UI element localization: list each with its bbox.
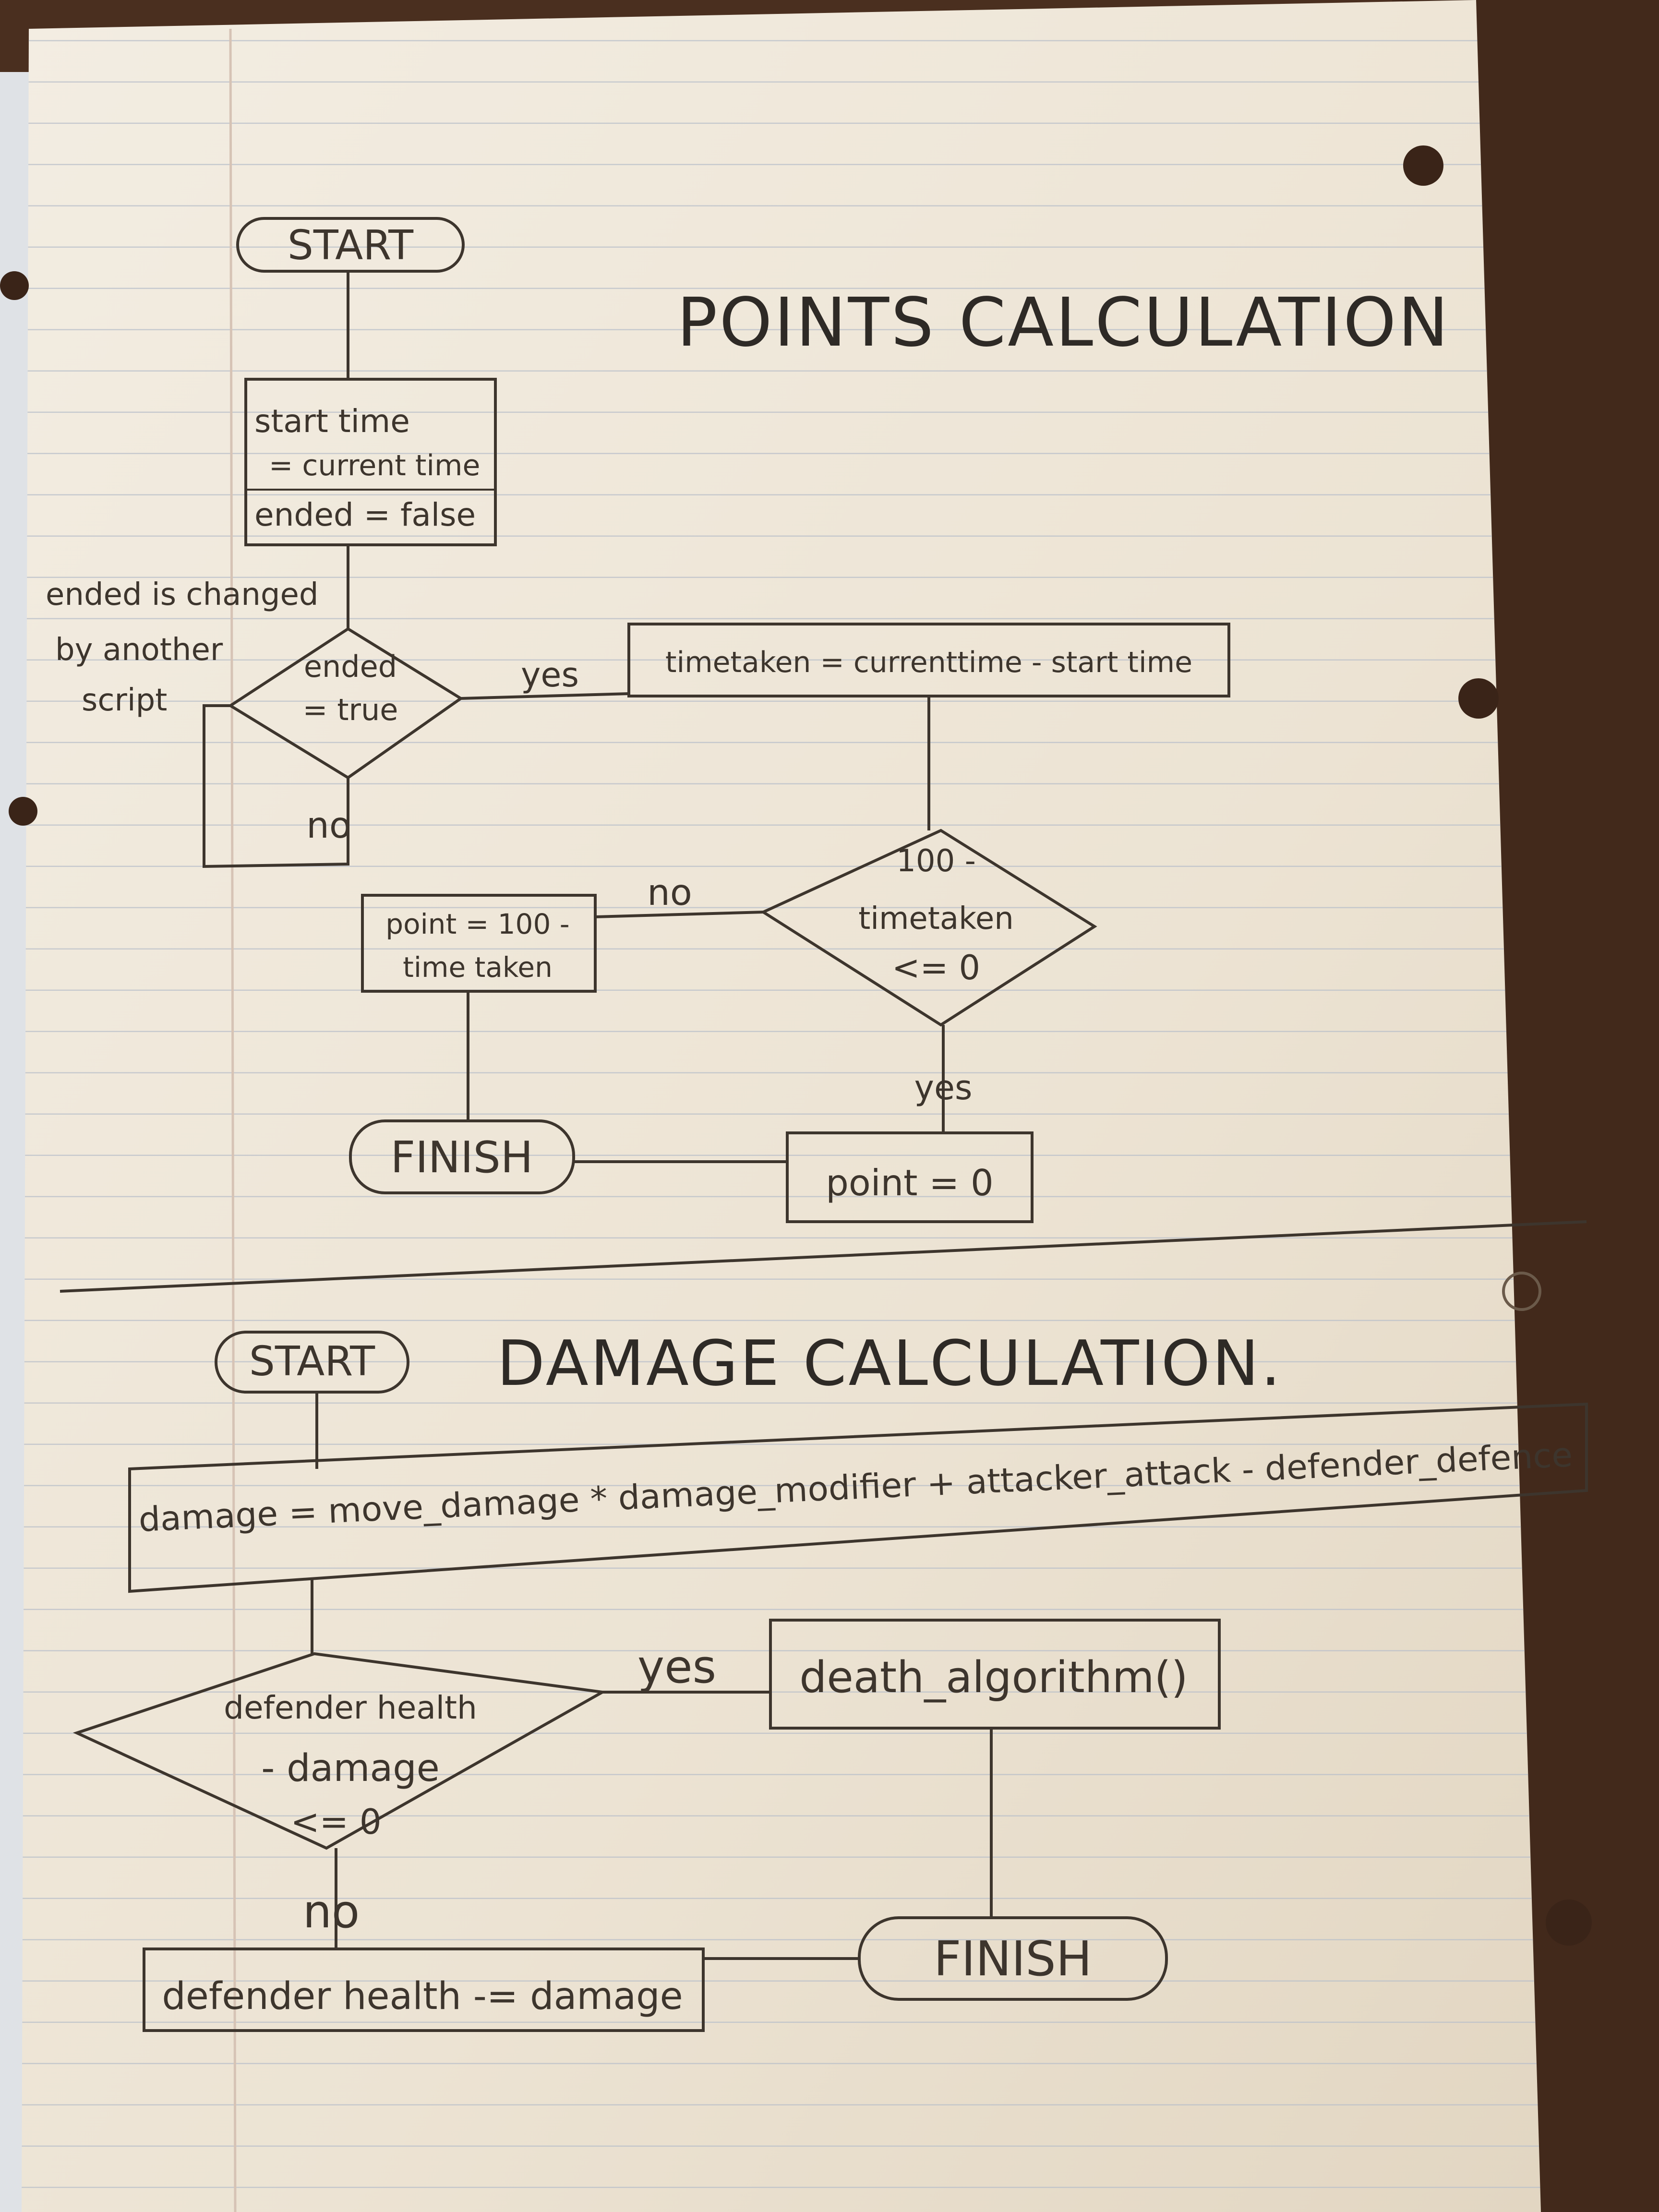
- timetaken-label: timetaken = currenttime - start time: [665, 646, 1192, 679]
- no-label-ended: no: [306, 804, 351, 846]
- points-decision-diamond: [760, 829, 1097, 1027]
- health-decision-line-1: defender health: [224, 1689, 477, 1726]
- points-finish-label: FINISH: [391, 1132, 533, 1183]
- point-zero-box: [786, 1131, 1034, 1223]
- points-start-terminator: [236, 217, 465, 273]
- point-formula-line-2: time taken: [403, 951, 553, 984]
- damage-formula-box: [128, 1402, 1588, 1593]
- punch-hole: [9, 797, 37, 826]
- points-title: POINTS CALCULATION: [677, 284, 1450, 362]
- point-formula-line-1: point = 100 -: [385, 908, 569, 940]
- punch-hole: [1458, 678, 1499, 719]
- damage-title: DAMAGE CALCULATION.: [497, 1327, 1283, 1400]
- health-decision-diamond: [72, 1652, 607, 1850]
- points-finish-terminator: [349, 1119, 575, 1194]
- punch-hole: [0, 271, 29, 300]
- points-decision-line-2: timetaken: [858, 901, 1014, 937]
- damage-finish-terminator: [858, 1916, 1168, 2001]
- point-zero-label: point = 0: [826, 1162, 994, 1204]
- note-line-2: by another: [55, 632, 223, 668]
- note-line-1: ended is changed: [46, 577, 319, 613]
- point-formula-box: [361, 894, 597, 993]
- death-algorithm-label: death_algorithm(): [799, 1652, 1188, 1703]
- init-line-2: = current time: [269, 449, 480, 482]
- no-label-health: no: [303, 1886, 360, 1938]
- points-decision-line-1: 100 -: [896, 843, 976, 879]
- points-start-label: START: [288, 222, 414, 269]
- margin-line: [229, 28, 237, 2212]
- health-update-label: defender health -= damage: [162, 1975, 683, 2018]
- points-decision-line-3: <= 0: [892, 948, 980, 987]
- no-label-points: no: [647, 871, 692, 914]
- punch-hole: [1403, 145, 1443, 186]
- init-process-box: [244, 378, 497, 546]
- notebook-page: [0, 0, 1592, 2212]
- init-line-3: ended = false: [254, 496, 476, 533]
- ended-decision-line-1: ended: [304, 649, 397, 684]
- yes-label-points: yes: [914, 1068, 973, 1107]
- section-divider: [60, 1220, 1587, 1293]
- damage-start-label: START: [249, 1338, 375, 1385]
- damage-start-terminator: [215, 1331, 409, 1394]
- health-update-box: [143, 1948, 705, 2032]
- init-line-1: start time: [254, 403, 410, 440]
- damage-finish-label: FINISH: [934, 1931, 1092, 1987]
- points-calculation-flowchart: POINTS CALCULATION START start time = cu…: [46, 217, 1450, 1223]
- death-algorithm-box: [769, 1619, 1221, 1730]
- health-decision-line-2: - damage: [261, 1747, 440, 1790]
- yes-label-ended: yes: [521, 655, 579, 695]
- yes-label-health: yes: [637, 1641, 716, 1694]
- note-line-3: script: [82, 683, 167, 718]
- ended-decision-line-2: = true: [303, 692, 398, 727]
- health-decision-line-3: <= 0: [290, 1802, 381, 1842]
- punch-hole: [1502, 1272, 1541, 1311]
- punch-hole: [1546, 1899, 1592, 1946]
